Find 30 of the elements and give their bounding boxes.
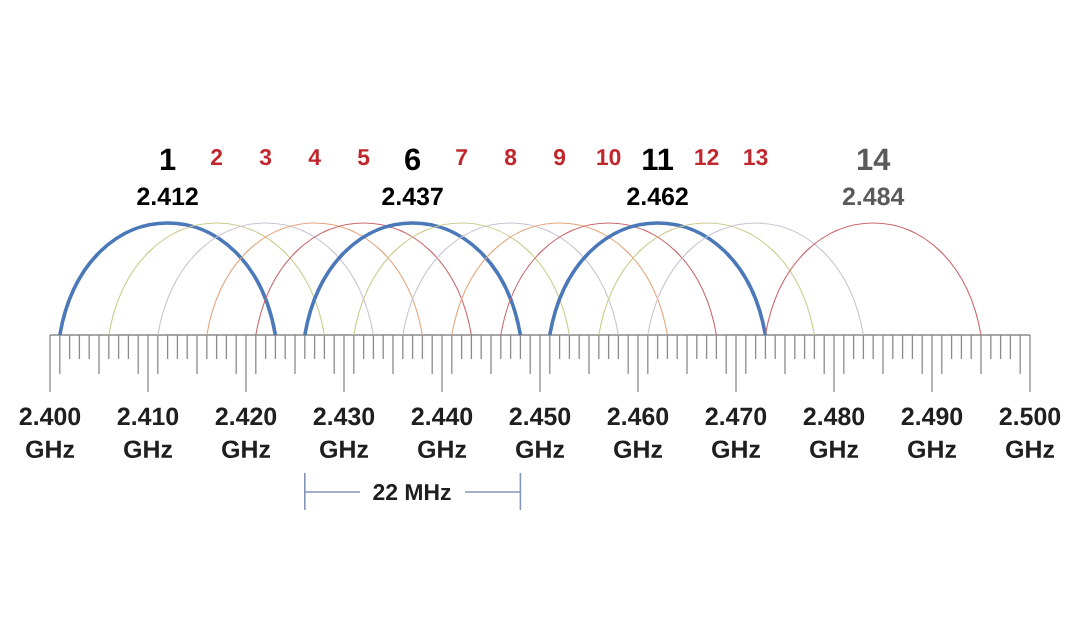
tick-label: 2.470 GHz <box>705 407 767 459</box>
tick-label: 2.400 GHz <box>19 407 81 459</box>
channel-number: 6 <box>405 148 421 171</box>
tick-label: 2.490 GHz <box>901 407 963 459</box>
center-frequency: 2.462 <box>627 187 688 206</box>
channel-number: 7 <box>456 149 467 165</box>
dimension-label: 22 MHz <box>373 484 451 500</box>
tick-label: 2.450 GHz <box>509 407 571 459</box>
channel-number: 5 <box>357 149 370 166</box>
tick-label: 2.430 GHz <box>313 407 375 459</box>
tick-label: 2.440 GHz <box>411 407 473 459</box>
channel-number: 3 <box>259 149 272 166</box>
channel-number: 12 <box>695 149 719 165</box>
channel-number: 10 <box>597 149 621 166</box>
channel-number: 13 <box>744 149 768 166</box>
channel-number: 14 <box>858 148 891 170</box>
channel-number: 9 <box>554 149 566 166</box>
center-frequency: 2.484 <box>842 187 905 206</box>
channel-number: 2 <box>211 149 223 165</box>
channel-number: 1 <box>160 148 176 170</box>
tick-label: 2.410 GHz <box>117 407 179 459</box>
tick-label: 2.480 GHz <box>803 407 865 459</box>
channel-number: 8 <box>504 149 517 166</box>
center-frequency: 2.437 <box>382 187 443 206</box>
tick-label: 2.500 GHz <box>999 407 1061 459</box>
channel-number: 4 <box>308 149 321 165</box>
channel-number: 11 <box>643 148 674 170</box>
tick-label: 2.460 GHz <box>607 407 669 459</box>
tick-label: 2.420 GHz <box>215 407 277 459</box>
center-frequency: 2.412 <box>137 187 198 205</box>
